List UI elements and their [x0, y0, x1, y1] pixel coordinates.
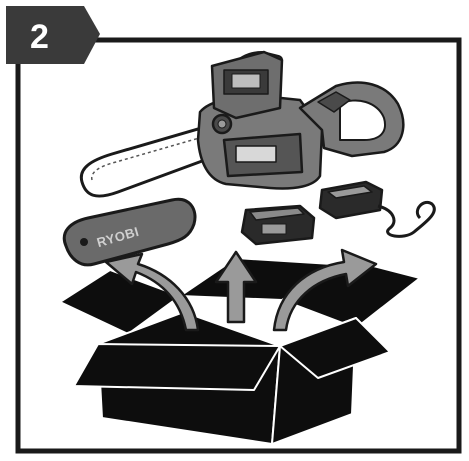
- chainsaw: [81, 52, 403, 196]
- charger-cord: [378, 202, 434, 236]
- step-badge: 2: [6, 6, 100, 64]
- battery: [242, 206, 314, 244]
- guide-bar: RYOBI: [64, 199, 195, 265]
- step-number: 2: [30, 18, 49, 56]
- charger: [320, 182, 434, 236]
- box-flap-front: [74, 344, 280, 390]
